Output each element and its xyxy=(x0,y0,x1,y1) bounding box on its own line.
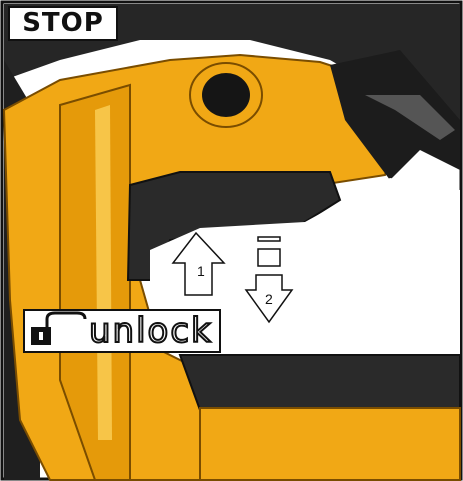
lower-rail xyxy=(180,355,460,410)
unlock-badge: unlock xyxy=(23,309,221,353)
step-1-label: 1 xyxy=(197,263,205,279)
top-button xyxy=(202,73,250,117)
stop-label: STOP xyxy=(8,6,118,41)
padlock-open-icon xyxy=(27,311,87,351)
indicator-box xyxy=(258,249,280,266)
indicator-bar xyxy=(258,237,280,241)
highlight-strip xyxy=(95,105,112,440)
step-2-label: 2 xyxy=(265,291,273,307)
lower-body xyxy=(200,408,460,480)
unlock-text: unlock xyxy=(89,311,213,351)
